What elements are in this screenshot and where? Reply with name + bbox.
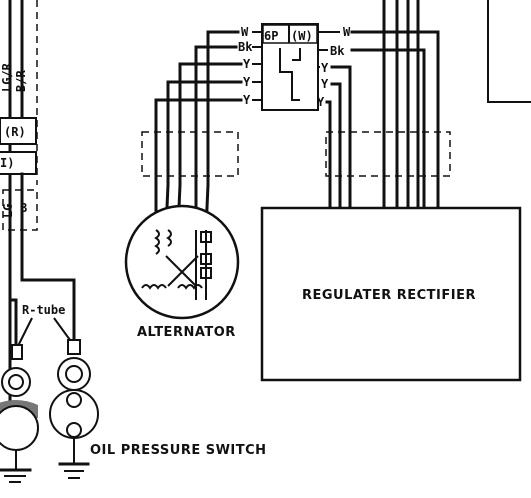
label-lg: LG bbox=[1, 204, 15, 218]
coil-2 bbox=[166, 229, 172, 247]
label-b: B bbox=[20, 201, 27, 215]
switch-tube bbox=[67, 339, 81, 355]
wire-y3-right bbox=[325, 100, 332, 210]
connector-color: (W) bbox=[291, 29, 313, 43]
oil-pressure-switch-label: OIL PRESSURE SWITCH bbox=[90, 443, 267, 458]
wire-lg-to-sender bbox=[8, 278, 18, 347]
wire-w-left bbox=[204, 30, 240, 232]
sender-left-body bbox=[0, 405, 39, 451]
wire-bk-right bbox=[350, 48, 426, 210]
wire-y1-right bbox=[330, 65, 352, 210]
pin-right-y1: Y bbox=[321, 61, 329, 75]
alternator bbox=[124, 204, 240, 320]
sender-left-tube bbox=[11, 344, 23, 360]
pin-right-y3: Y bbox=[317, 95, 325, 109]
label-b-r: B/R bbox=[14, 70, 28, 92]
connector-dashed-lower bbox=[2, 189, 38, 231]
coil-3 bbox=[141, 284, 167, 290]
left-harness: LG/R B/R (R) I) LG B R-tube bbox=[0, 0, 267, 483]
pin-left-y1: Y bbox=[243, 57, 251, 71]
pin-left-bk: Bk bbox=[238, 40, 253, 54]
r-tube-leader-left bbox=[17, 317, 33, 347]
regulator-dashed-connector bbox=[325, 131, 451, 177]
top-right-box-edge bbox=[487, 0, 531, 103]
wire-y3-left bbox=[154, 98, 243, 232]
regulator-box bbox=[260, 206, 522, 382]
label-lg-r: LG/R bbox=[0, 62, 14, 92]
wire-w-right bbox=[350, 30, 440, 210]
regulator-rectifier: REGULATER RECTIFIER bbox=[260, 206, 522, 382]
r-tube-label: R-tube bbox=[22, 303, 65, 317]
pin-left-w: W bbox=[241, 25, 249, 39]
pin-left-y3: Y bbox=[243, 93, 251, 107]
box-r bbox=[0, 117, 37, 145]
alternator-label: ALTERNATOR bbox=[137, 325, 236, 340]
wire-y2-right bbox=[330, 82, 342, 210]
regulator-wires bbox=[325, 0, 451, 210]
connector-6p: 6P (W) bbox=[261, 23, 319, 111]
connector-right-pins: W Bk Y Y Y bbox=[317, 25, 351, 109]
alternator-body bbox=[124, 204, 240, 320]
box-r-label: (R) bbox=[4, 125, 26, 139]
pin-right-y2: Y bbox=[321, 77, 329, 91]
box-partial bbox=[0, 151, 37, 175]
alternator-wires bbox=[141, 30, 243, 232]
r-tube-leader-right bbox=[53, 317, 71, 341]
wire-b-to-switch bbox=[20, 278, 76, 342]
wire-bk-left bbox=[194, 45, 238, 232]
oil-pressure-switch bbox=[49, 339, 99, 479]
box-partial-label: I) bbox=[0, 156, 14, 170]
pin-right-bk: Bk bbox=[330, 44, 345, 58]
pin-left-y2: Y bbox=[243, 75, 251, 89]
connector-left-pins: W Bk Y Y Y bbox=[238, 25, 262, 107]
regulator-label: REGULATER RECTIFIER bbox=[302, 288, 476, 303]
connector-code: 6P bbox=[264, 29, 278, 43]
pin-right-w: W bbox=[343, 25, 351, 39]
coil-4 bbox=[177, 284, 203, 290]
neutral-sender bbox=[0, 344, 39, 483]
coil-1 bbox=[154, 229, 160, 255]
alternator-dashed-connector bbox=[141, 131, 239, 177]
